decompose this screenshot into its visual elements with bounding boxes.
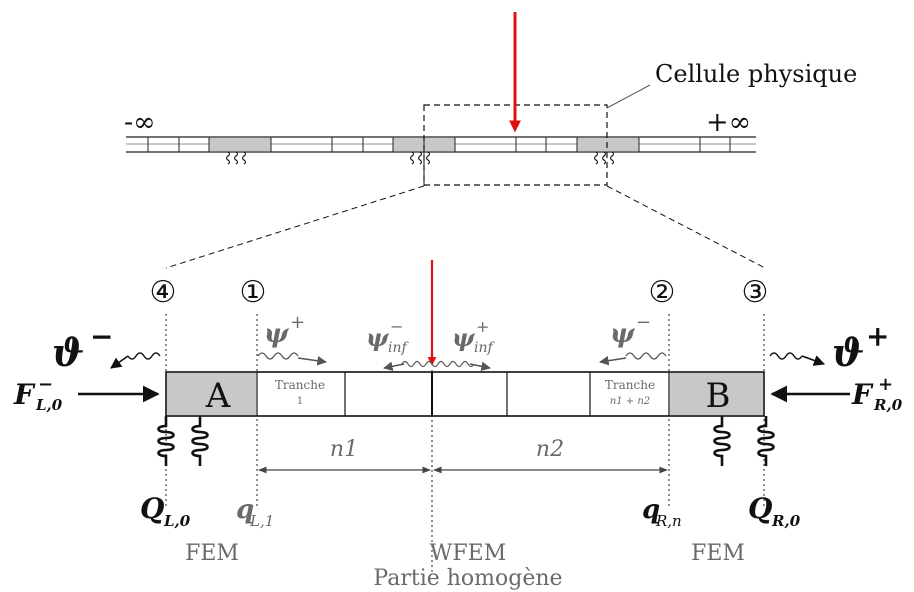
plus-infinity-label: +∞ (706, 107, 751, 138)
tranche-1-label: Tranche (275, 378, 325, 392)
psi-plus-wave (257, 352, 299, 360)
dimension-n1-label: n1 (330, 437, 358, 462)
caption-homogeneous: Partie homogène (373, 566, 562, 591)
tranche-n-index: n1 + n2 (610, 396, 650, 407)
dof-Q-L0: Q (140, 492, 164, 525)
theta-plus-arrow (801, 355, 826, 366)
spring-right-2 (757, 416, 775, 466)
block-b (670, 373, 763, 415)
dof-q-L1: q (236, 495, 254, 525)
caption-wfem: WFEM (430, 541, 506, 566)
psi-plus-symbol: ψ (264, 319, 290, 349)
psi-minus-sup: − (636, 312, 651, 333)
block-b-label: B (706, 376, 731, 416)
psi-inf-minus-symbol: ψ (366, 323, 390, 352)
psi-inf-plus-sub: inf (474, 340, 495, 356)
caption-fem-right: FEM (691, 541, 745, 566)
spring-left-1 (157, 416, 175, 466)
node-4-label: ④ (150, 275, 177, 310)
force-right-symbol: F (851, 378, 874, 411)
theta-minus-symbol: ϑ (52, 330, 84, 375)
force-left-sub: L,0 (35, 396, 63, 414)
psi-plus-arrow (297, 356, 327, 366)
dof-q-L1-sub: L,1 (249, 512, 274, 530)
dof-Q-R0: Q (748, 492, 772, 525)
psi-inf-plus-sup: + (476, 317, 489, 336)
force-right-sup: + (878, 374, 893, 395)
psi-inf-minus-sup: − (390, 317, 403, 336)
zoom-line-left (165, 185, 425, 269)
theta-minus-sup: − (90, 320, 113, 353)
dof-Q-R0-sub: R,0 (771, 512, 801, 530)
node-2-label: ② (649, 275, 676, 310)
block-a (167, 373, 256, 415)
psi-minus-symbol: ψ (610, 319, 636, 349)
theta-plus-sup: + (866, 320, 889, 353)
psi-inf-minus-sub: inf (388, 340, 409, 356)
top-springs (225, 151, 615, 165)
psi-inf-plus-arrow (469, 361, 491, 372)
tranche-n-label: Tranche (605, 378, 655, 392)
psi-inf-plus-symbol: ψ (452, 323, 476, 352)
psi-inf-wave (401, 360, 475, 368)
theta-minus-arrow (110, 355, 129, 369)
spring-left-2 (191, 416, 209, 466)
minus-infinity-label: -∞ (124, 107, 156, 138)
psi-inf-minus-arrow (383, 361, 405, 372)
theta-minus-wave (127, 352, 161, 360)
boundary-lines (165, 314, 765, 575)
psi-minus-arrow (599, 355, 627, 366)
main-beam (165, 371, 765, 417)
cell-label-leader (606, 84, 651, 109)
springs (157, 416, 775, 466)
dimension-n2-label: n2 (536, 437, 564, 462)
force-left-sup: − (38, 374, 53, 395)
dof-q-Rn-sub: R,n (655, 512, 682, 530)
psi-minus-wave (625, 352, 667, 360)
dof-q-Rn: q (642, 495, 660, 525)
periodic-structure (126, 136, 756, 186)
force-right-sub: R,0 (873, 396, 903, 414)
caption-fem-left: FEM (185, 541, 239, 566)
dof-Q-L0-sub: L,0 (163, 512, 191, 530)
psi-plus-sup: + (290, 312, 305, 333)
cell-physique-label: Cellule physique (655, 60, 857, 88)
spring-right-1 (713, 416, 731, 466)
block-a-label: A (205, 376, 231, 416)
force-left-symbol: F (13, 378, 36, 411)
node-3-label: ③ (742, 275, 769, 310)
node-1-label: ① (240, 275, 267, 310)
tranche-1-index: 1 (297, 396, 303, 407)
top-block-1 (208, 136, 272, 153)
zoom-line-right (606, 185, 766, 269)
top-block-3 (576, 136, 640, 153)
theta-plus-wave (769, 352, 803, 360)
theta-plus-symbol: ϑ (832, 330, 864, 375)
